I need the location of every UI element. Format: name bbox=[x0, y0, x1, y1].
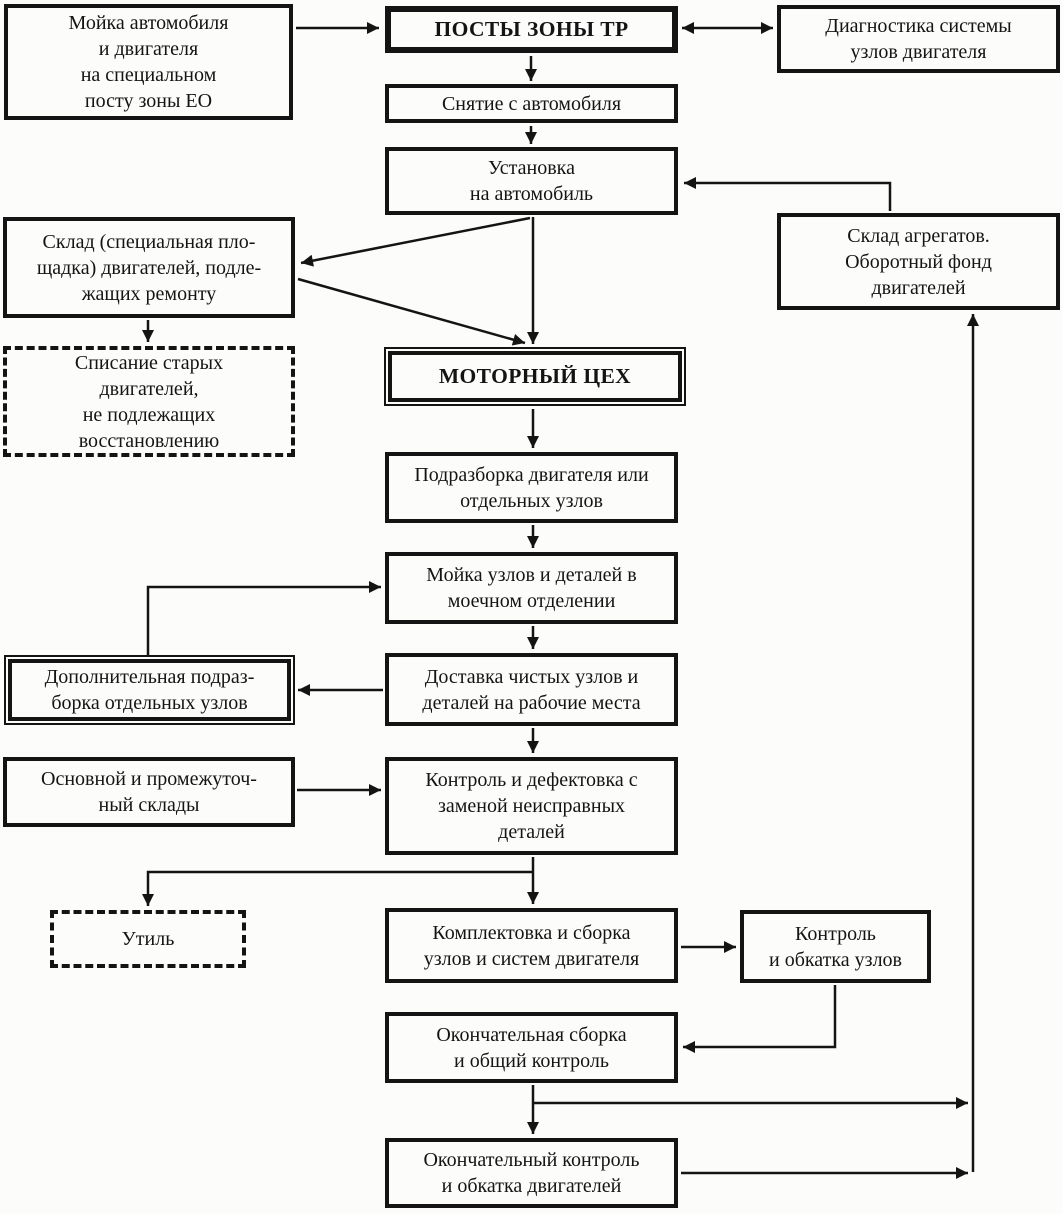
node-inspection-defects-label: Контроль и дефектовка с заменой неисправ… bbox=[425, 769, 638, 843]
node-final-inspection-label: Окончательный контроль и обкатка двигате… bbox=[423, 1149, 640, 1197]
node-inspection-defects: Контроль и дефектовка с заменой неисправ… bbox=[385, 757, 678, 855]
node-assembly-units-label: Комплектовка и сборка узлов и систем дви… bbox=[423, 921, 640, 970]
node-washing-units-label: Мойка узлов и деталей в моечном отделени… bbox=[426, 564, 637, 612]
node-testing-units: Контроль и обкатка узлов bbox=[740, 910, 931, 983]
node-washing-units: Мойка узлов и деталей в моечном отделени… bbox=[385, 552, 678, 624]
node-writeoff-label: Списание старых двигателей, не подлежащи… bbox=[74, 351, 224, 452]
edge-warehouse-to-motorshop bbox=[297, 277, 526, 346]
edge-aggwarehouse-to-install bbox=[684, 177, 892, 211]
node-final-assembly: Окончательная сборка и общий контроль bbox=[385, 1012, 678, 1083]
node-diagnostics: Диагностика системы узлов двигателя bbox=[777, 5, 1060, 73]
node-disassembly-label: Подразборка двигателя или отдельных узло… bbox=[414, 463, 649, 512]
node-disassembly: Подразборка двигателя или отдельных узло… bbox=[385, 452, 678, 523]
node-main-warehouses: Основной и промежуточ- ный склады bbox=[3, 757, 295, 827]
node-scrap-label: Утиль bbox=[121, 928, 175, 950]
node-warehouse-repair: Склад (специальная пло- щадка) двигателе… bbox=[3, 217, 295, 318]
edge-inspection-to-scrap bbox=[142, 870, 533, 906]
node-removal-label: Снятие с автомобиля bbox=[441, 92, 622, 115]
node-final-inspection: Окончательный контроль и обкатка двигате… bbox=[385, 1138, 678, 1208]
node-agg-warehouse: Склад агрегатов. Оборотный фонд двигател… bbox=[777, 213, 1060, 310]
node-wash-eo-label: Мойка автомобиля и двигателя на специаль… bbox=[68, 12, 229, 112]
node-assembly-units: Комплектовка и сборка узлов и систем дви… bbox=[385, 908, 678, 983]
node-testing-units-label: Контроль и обкатка узлов bbox=[768, 922, 902, 971]
node-writeoff: Списание старых двигателей, не подлежащи… bbox=[3, 346, 295, 457]
node-scrap: Утиль bbox=[50, 910, 246, 968]
node-install: Установка на автомобиль bbox=[385, 147, 678, 215]
node-motor-shop-label: МОТОРНЫЙ ЦЕХ bbox=[438, 363, 632, 388]
node-posts-tr: ПОСТЫ ЗОНЫ ТР bbox=[385, 6, 678, 53]
node-removal: Снятие с автомобиля bbox=[385, 84, 678, 123]
node-agg-warehouse-label: Склад агрегатов. Оборотный фонд двигател… bbox=[845, 224, 992, 299]
edge-testing-to-finalassembly bbox=[683, 985, 837, 1053]
node-posts-tr-label: ПОСТЫ ЗОНЫ ТР bbox=[434, 16, 629, 41]
node-main-warehouses-label: Основной и промежуточ- ный склады bbox=[41, 768, 257, 816]
node-delivery-label: Доставка чистых узлов и деталей на рабоч… bbox=[422, 665, 641, 714]
node-additional-disassembly: Дополнительная подраз- борка отдельных у… bbox=[4, 655, 295, 725]
edge-additional-to-washing bbox=[146, 581, 381, 657]
node-wash-eo: Мойка автомобиля и двигателя на специаль… bbox=[4, 4, 293, 120]
node-delivery: Доставка чистых узлов и деталей на рабоч… bbox=[385, 653, 678, 726]
node-final-assembly-label: Окончательная сборка и общий контроль bbox=[436, 1023, 627, 1072]
node-additional-disassembly-label: Дополнительная подраз- борка отдельных у… bbox=[44, 666, 255, 714]
edge-install-to-warehouse bbox=[300, 216, 531, 267]
node-install-label: Установка на автомобиль bbox=[469, 157, 594, 205]
node-diagnostics-label: Диагностика системы узлов двигателя bbox=[825, 15, 1012, 63]
node-warehouse-repair-label: Склад (специальная пло- щадка) двигателе… bbox=[36, 230, 262, 305]
node-motor-shop: МОТОРНЫЙ ЦЕХ bbox=[384, 347, 686, 406]
